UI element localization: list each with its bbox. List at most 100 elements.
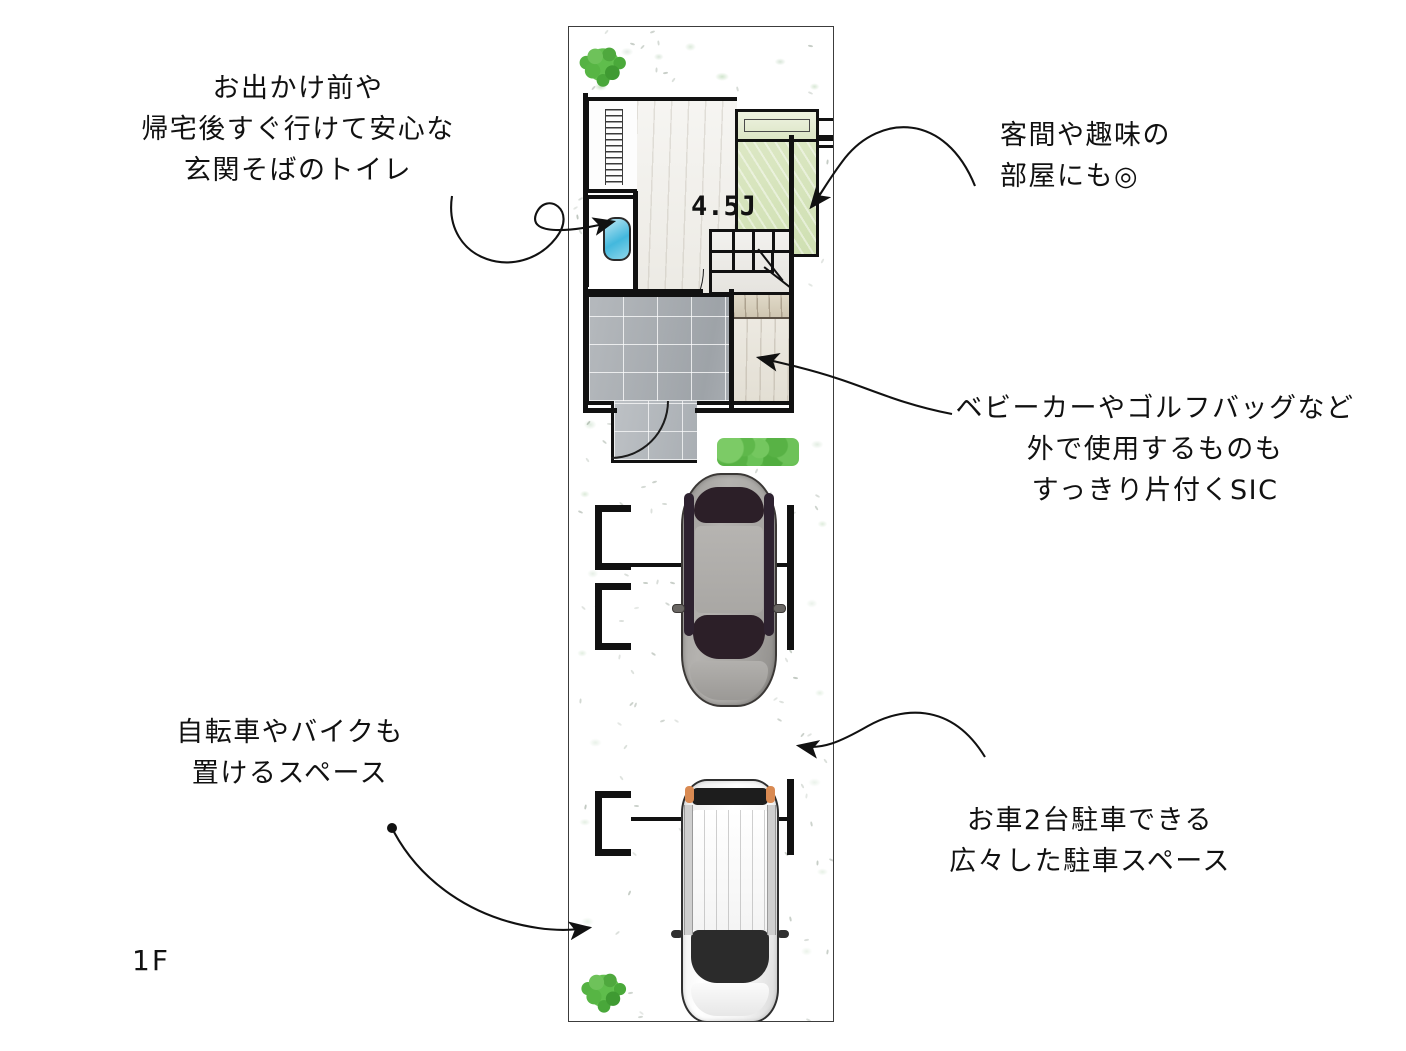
grass-blade [826, 949, 829, 955]
sedan-windshield [693, 615, 765, 659]
car-van-icon [671, 779, 789, 1021]
grass-blade [580, 606, 586, 611]
grass-blade [814, 505, 819, 511]
staircase [709, 229, 793, 295]
grass-blade [659, 719, 666, 724]
grass-blade [789, 916, 793, 922]
grass-blade [585, 457, 590, 464]
leader-origin-dot [387, 823, 397, 833]
grass-blade [829, 857, 833, 862]
grass-blade [614, 930, 621, 936]
grass-blade [657, 40, 661, 46]
parking-marker-lower-left-top [595, 791, 631, 798]
grass-blade [670, 581, 676, 585]
parking-marker-upper-left-bottom [595, 643, 631, 650]
grass-blade [778, 700, 785, 704]
sedan-rear-glass [694, 486, 764, 524]
wall-bottom-left [583, 408, 617, 413]
grass-blade [810, 821, 814, 828]
stair-winder-edge [771, 250, 774, 273]
stair-tread [712, 250, 790, 253]
van-side-right [766, 805, 777, 935]
annotation-shoe-in-closet: ベビーカーやゴルフバッグなど 外で使用するものも すっきり片付くSIC [955, 393, 1355, 507]
annotation-guest-room: 客間や趣味の 部屋にも◎ [1000, 120, 1171, 193]
stair-winder-line [763, 266, 792, 290]
grass-blade [772, 696, 778, 702]
grass-blade [618, 620, 624, 623]
grass-blade [630, 42, 636, 46]
annotation-bike-space: 自転車やバイクも 置けるスペース [176, 717, 404, 790]
grass-blade [816, 860, 819, 866]
grass-blade [793, 676, 799, 679]
grass-blade [617, 721, 623, 727]
grass-blade [634, 606, 640, 609]
van-roof [692, 809, 768, 930]
floor-level-label: 1F [132, 944, 170, 977]
stair-riser [732, 232, 735, 250]
wall-sic-divider [729, 289, 734, 413]
van-corner-right [765, 785, 776, 803]
sedan-side-left [683, 493, 695, 636]
sedan-mirror-left [672, 603, 685, 613]
car-sedan-icon [672, 473, 786, 707]
grass-blade [642, 581, 648, 585]
storage-hatch-pattern [605, 109, 623, 185]
grass-blade [623, 744, 629, 750]
grass-blade [662, 71, 669, 75]
grass-blade [639, 44, 645, 50]
grass-blade [826, 159, 829, 165]
grass-blade [640, 485, 646, 489]
grass-blade [674, 718, 680, 724]
grass-blade [661, 502, 668, 506]
grass-blade [815, 493, 821, 498]
parking-marker-lower-left-stem [595, 791, 602, 855]
grass-blade [619, 775, 624, 781]
van-corner-left [684, 785, 695, 803]
grass-blade [623, 573, 630, 578]
parking-marker-upper-left-stem2 [595, 583, 602, 649]
room-area-label: 4.5J [691, 191, 757, 222]
van-side-left [683, 805, 694, 935]
shrub-icon-top [577, 41, 629, 89]
grass-blade [800, 783, 805, 789]
leader-arrow-guest [809, 126, 976, 210]
parking-marker-upper-left-stem [595, 505, 602, 569]
grass-blade [800, 732, 805, 738]
van-hood [690, 982, 770, 1017]
grass-blade [637, 1015, 644, 1019]
wall-bottom-right [695, 408, 794, 413]
grass-blade [601, 439, 608, 445]
grass-blade [754, 468, 759, 474]
sedan-roof [694, 525, 764, 613]
grass-blade [628, 991, 634, 995]
storage-closet [585, 97, 637, 193]
sedan-mirror-right [773, 603, 786, 613]
parking-marker-upper-left-top [595, 505, 631, 512]
parking-marker-upper-right [787, 505, 794, 650]
grass-blade [803, 938, 809, 942]
grass-blade [823, 758, 828, 764]
grass-blade [572, 205, 579, 210]
grass-blade [627, 890, 632, 896]
grass-blade [655, 67, 658, 73]
van-rear-bar [692, 788, 768, 805]
grass-blade [576, 214, 579, 220]
grass-blade [578, 228, 583, 235]
shrub-icon-bottom [579, 967, 629, 1015]
grass-blade [655, 579, 659, 586]
house-footprint: 4.5J [583, 83, 833, 463]
grass-blade [584, 804, 588, 810]
toilet-room [585, 195, 637, 287]
grass-blade [784, 657, 789, 663]
parking-marker-upper-left-mid2 [595, 583, 631, 590]
stair-tread [712, 270, 774, 273]
sedan-side-right [763, 493, 775, 636]
stair-riser [752, 250, 755, 270]
sedan-hood [690, 661, 768, 701]
stair-riser [772, 232, 775, 250]
van-windshield [691, 929, 769, 983]
wall-right [789, 135, 794, 413]
grass-blade [634, 702, 638, 709]
grass-blade [805, 792, 809, 799]
grass-blade [630, 669, 635, 675]
